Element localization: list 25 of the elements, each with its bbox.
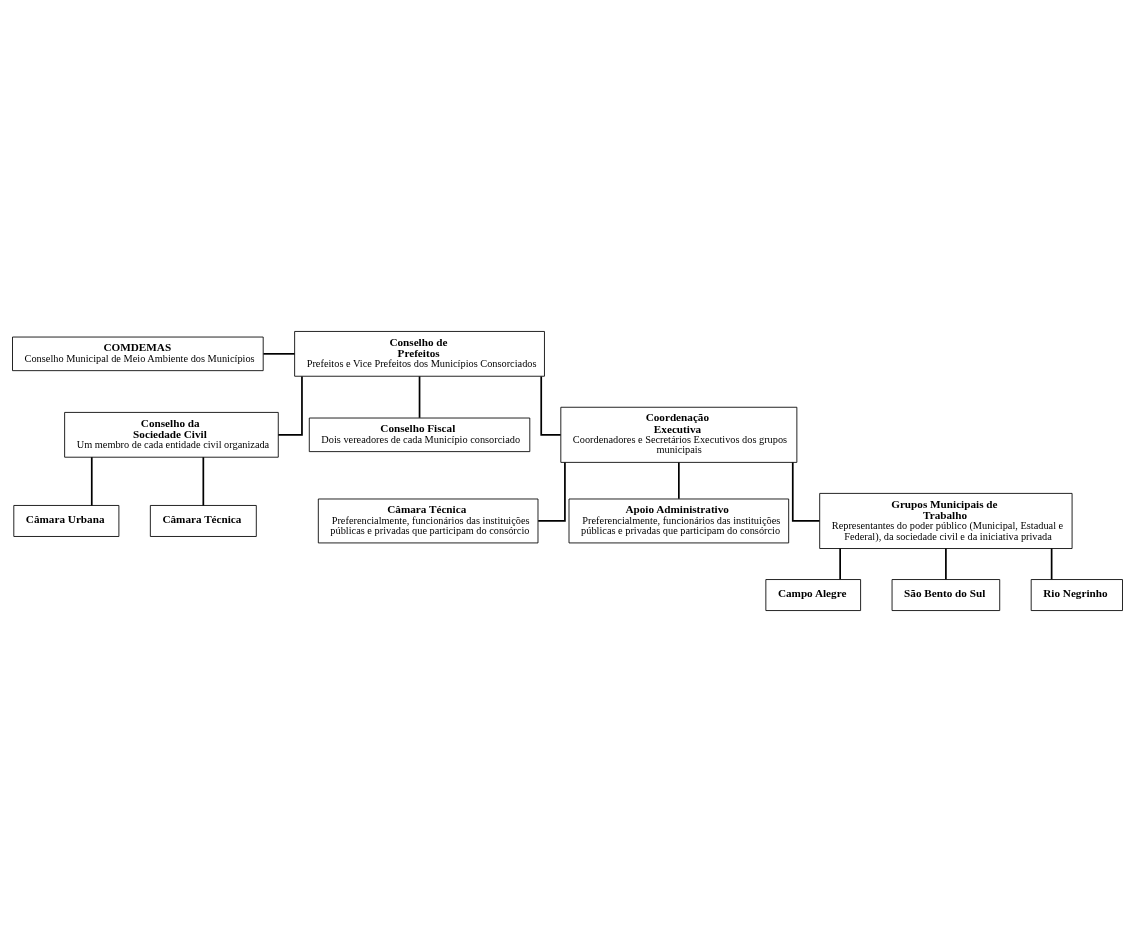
node-box: Campo Alegre — [765, 578, 862, 611]
connector — [540, 375, 562, 436]
node-box: Conselho de Prefeitos Prefeitos e Vice Prefeitos dos Municípios Consorciados — [294, 330, 545, 377]
node-box: Grupos Municipais de Trabalho Representantes do poder público (Municipal, Estadual e Federal), da sociedade civil e da iniciativa privada — [819, 492, 1073, 549]
connector — [945, 547, 947, 580]
connector — [678, 461, 680, 500]
connector — [202, 455, 205, 506]
node-box: Conselho da Sociedade Civil Um membro de cada entidade civil organizada — [64, 411, 279, 458]
node-box: Câmara Técnica Preferencialmente, funcionários das instituições públicas e privadas que participam do consórcio — [317, 498, 539, 543]
node-box: Rio Negrinho — [1030, 578, 1123, 611]
connector — [277, 375, 303, 436]
connector — [839, 547, 841, 580]
node-box: Apoio Administrativo Preferencialmente, funcionários das instituições públicas e privadas que participam do consórcio — [568, 498, 790, 543]
node-box: Câmara Técnica — [149, 504, 257, 537]
connector — [791, 461, 821, 522]
connector — [1050, 547, 1053, 580]
node-box: Conselho Fiscal Dois vereadores de cada Município consorciado — [308, 417, 531, 452]
node-box: Coordenação Executiva Coordenadores e Secretários Executivos dos grupos municipais — [560, 406, 798, 463]
node-box: Câmara Urbana — [13, 504, 120, 537]
connector — [537, 461, 566, 522]
connector — [262, 352, 296, 355]
connector — [418, 375, 421, 419]
node-box: COMDEMAS Conselho Municipal de Meio Ambiente dos Municípios — [12, 336, 264, 371]
node-box: São Bento do Sul — [891, 578, 1001, 611]
connector — [90, 455, 93, 506]
